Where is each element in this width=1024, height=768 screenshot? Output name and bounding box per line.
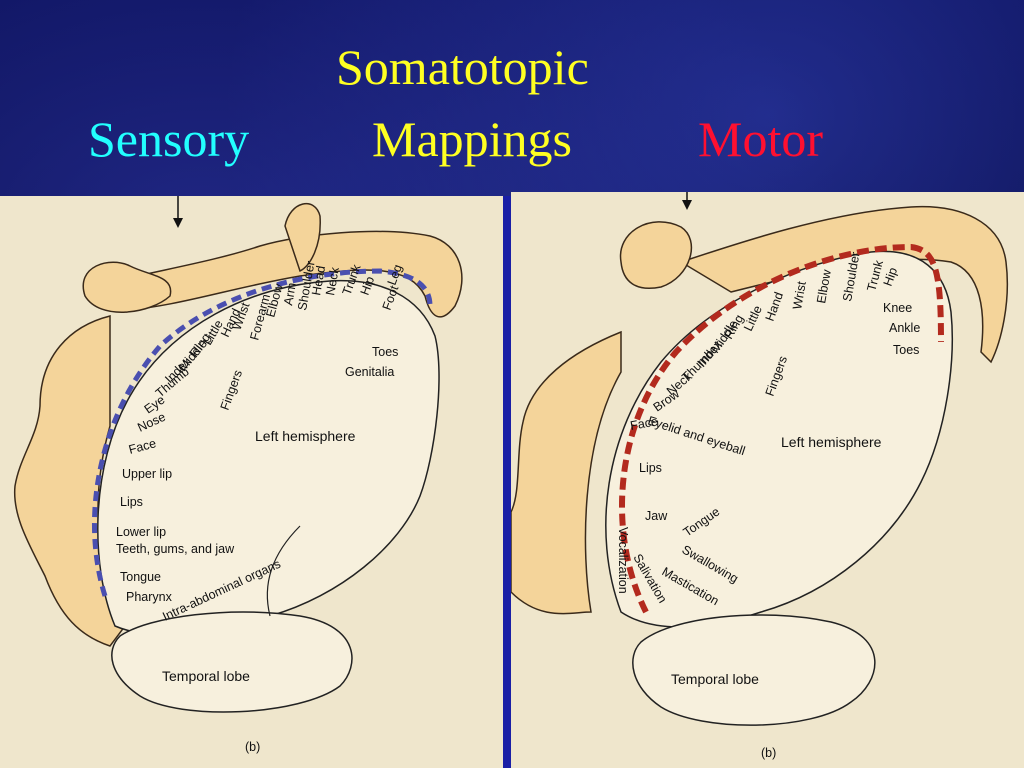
- figure-caption: (b): [761, 746, 776, 760]
- homunculus-arm: [284, 202, 321, 273]
- label-wrist: Wrist: [790, 280, 809, 311]
- label-pharynx: Pharynx: [126, 590, 173, 604]
- label-temporal-lobe: Temporal lobe: [162, 668, 250, 684]
- label-temporal-lobe: Temporal lobe: [671, 671, 759, 687]
- label-teeth: Teeth, gums, and jaw: [116, 542, 235, 556]
- motor-homunculus-panel: Toes Ankle Knee Hip Trunk Shoulder Elbow…: [511, 192, 1024, 768]
- label-ankle: Ankle: [889, 321, 920, 335]
- homunculus-face: [511, 330, 622, 615]
- label-jaw: Jaw: [645, 509, 668, 523]
- label-elbow: Elbow: [814, 268, 834, 305]
- label-left-hemisphere: Left hemisphere: [255, 428, 356, 444]
- somatosensory-strip: [91, 268, 433, 597]
- sensory-homunculus-diagram: Genitalia Toes Foot Leg Hip Trunk Neck H…: [13, 196, 463, 754]
- brain-outline: [605, 250, 953, 628]
- label-lower-lip: Lower lip: [116, 525, 166, 539]
- motor-homunculus-diagram: Toes Ankle Knee Hip Trunk Shoulder Elbow…: [511, 192, 1009, 760]
- pointer-arrow-icon: [682, 192, 692, 210]
- label-tongue: Tongue: [120, 570, 161, 584]
- label-neck: Neck: [323, 265, 342, 296]
- homunculus-hand: [619, 221, 692, 289]
- label-head: Head: [309, 265, 328, 297]
- temporal-lobe-outline: [111, 611, 353, 713]
- figure-caption: (b): [245, 740, 260, 754]
- slide-title: Somatotopic: [336, 39, 589, 95]
- label-leg: Leg: [385, 263, 405, 287]
- label-lips: Lips: [639, 461, 662, 475]
- label-toes: Toes: [893, 343, 919, 357]
- mappings-heading: Mappings: [372, 111, 572, 167]
- label-hip: Hip: [358, 275, 378, 297]
- motor-heading: Motor: [698, 111, 823, 167]
- label-vocalization: Vocalization: [616, 527, 630, 594]
- panel-divider: [503, 196, 511, 768]
- sensory-homunculus-panel: Genitalia Toes Foot Leg Hip Trunk Neck H…: [0, 196, 503, 768]
- label-lips: Lips: [120, 495, 143, 509]
- label-genitalia: Genitalia: [345, 365, 394, 379]
- label-left-hemisphere: Left hemisphere: [781, 434, 882, 450]
- motor-strip: [619, 243, 944, 614]
- sensory-heading: Sensory: [88, 111, 250, 167]
- label-face: Face: [127, 436, 158, 457]
- label-hip: Hip: [881, 266, 901, 288]
- homunculus-body: [83, 230, 463, 318]
- label-toes: Toes: [372, 345, 398, 359]
- homunculus-hand: [82, 261, 172, 313]
- pointer-arrow-icon: [173, 196, 183, 228]
- temporal-lobe-outline: [632, 614, 876, 726]
- label-arm: Arm: [281, 282, 299, 307]
- label-upper-lip: Upper lip: [122, 467, 172, 481]
- label-face: Face: [629, 414, 659, 433]
- label-knee: Knee: [883, 301, 912, 315]
